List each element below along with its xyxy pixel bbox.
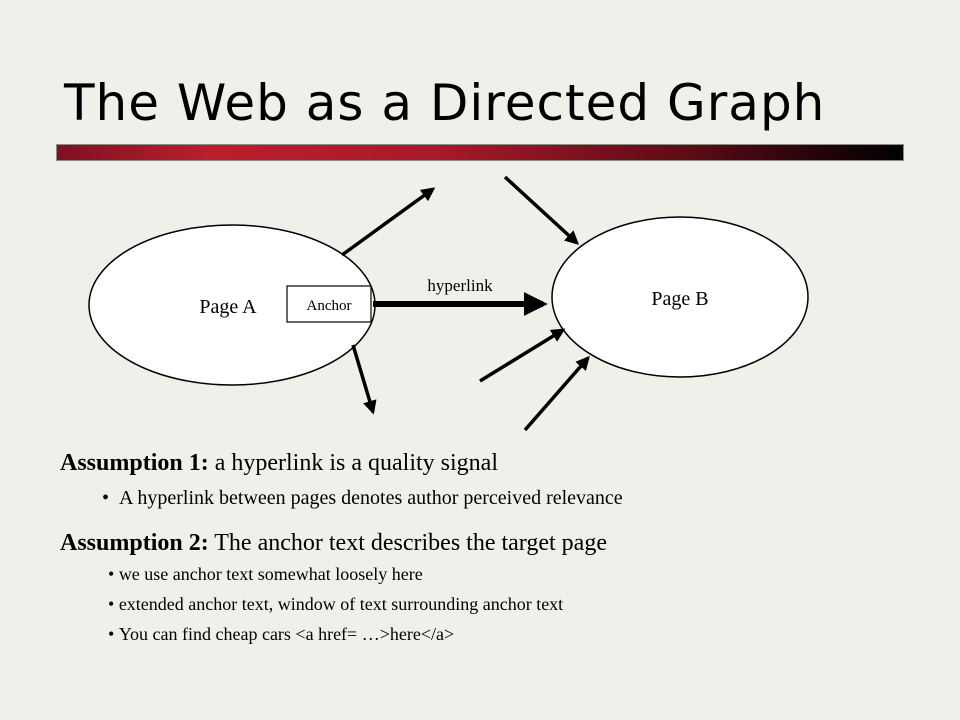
page-title: The Web as a Directed Graph bbox=[64, 74, 826, 132]
assumption-2-bullet-3: • You can find cheap cars <a href= …>her… bbox=[108, 624, 455, 644]
incoming-edge-bottom bbox=[523, 355, 590, 432]
anchor-label: Anchor bbox=[307, 298, 352, 314]
assumption-1-bullet: • A hyperlink between pages denotes auth… bbox=[102, 487, 623, 509]
title-divider bbox=[56, 144, 904, 161]
assumption-2-bullet-1: • we use anchor text somewhat loosely he… bbox=[108, 564, 423, 584]
page-b-label: Page B bbox=[651, 288, 708, 310]
assumptions-section: Assumption 1: a hyperlink is a quality s… bbox=[60, 450, 920, 647]
incoming-edge-lower-left bbox=[479, 328, 566, 383]
assumption-2-heading: Assumption 2: bbox=[60, 530, 209, 556]
page-a-label: Page A bbox=[199, 296, 257, 318]
assumption-1-text: a hyperlink is a quality signal bbox=[208, 450, 498, 476]
page-b-node bbox=[551, 216, 809, 378]
hyperlink-label: hyperlink bbox=[427, 276, 493, 295]
anchor-box bbox=[286, 285, 372, 323]
assumption-2: Assumption 2: The anchor text describes … bbox=[60, 530, 920, 557]
assumption-2-text: The anchor text describes the target pag… bbox=[208, 530, 607, 556]
assumption-1-heading: Assumption 1: bbox=[60, 450, 209, 476]
outgoing-edge-down bbox=[351, 344, 377, 415]
incoming-edge-top bbox=[503, 175, 580, 245]
assumption-2-bullet-2: • extended anchor text, window of text s… bbox=[108, 594, 564, 614]
outgoing-edge-up bbox=[340, 187, 436, 257]
assumption-1: Assumption 1: a hyperlink is a quality s… bbox=[60, 450, 920, 477]
